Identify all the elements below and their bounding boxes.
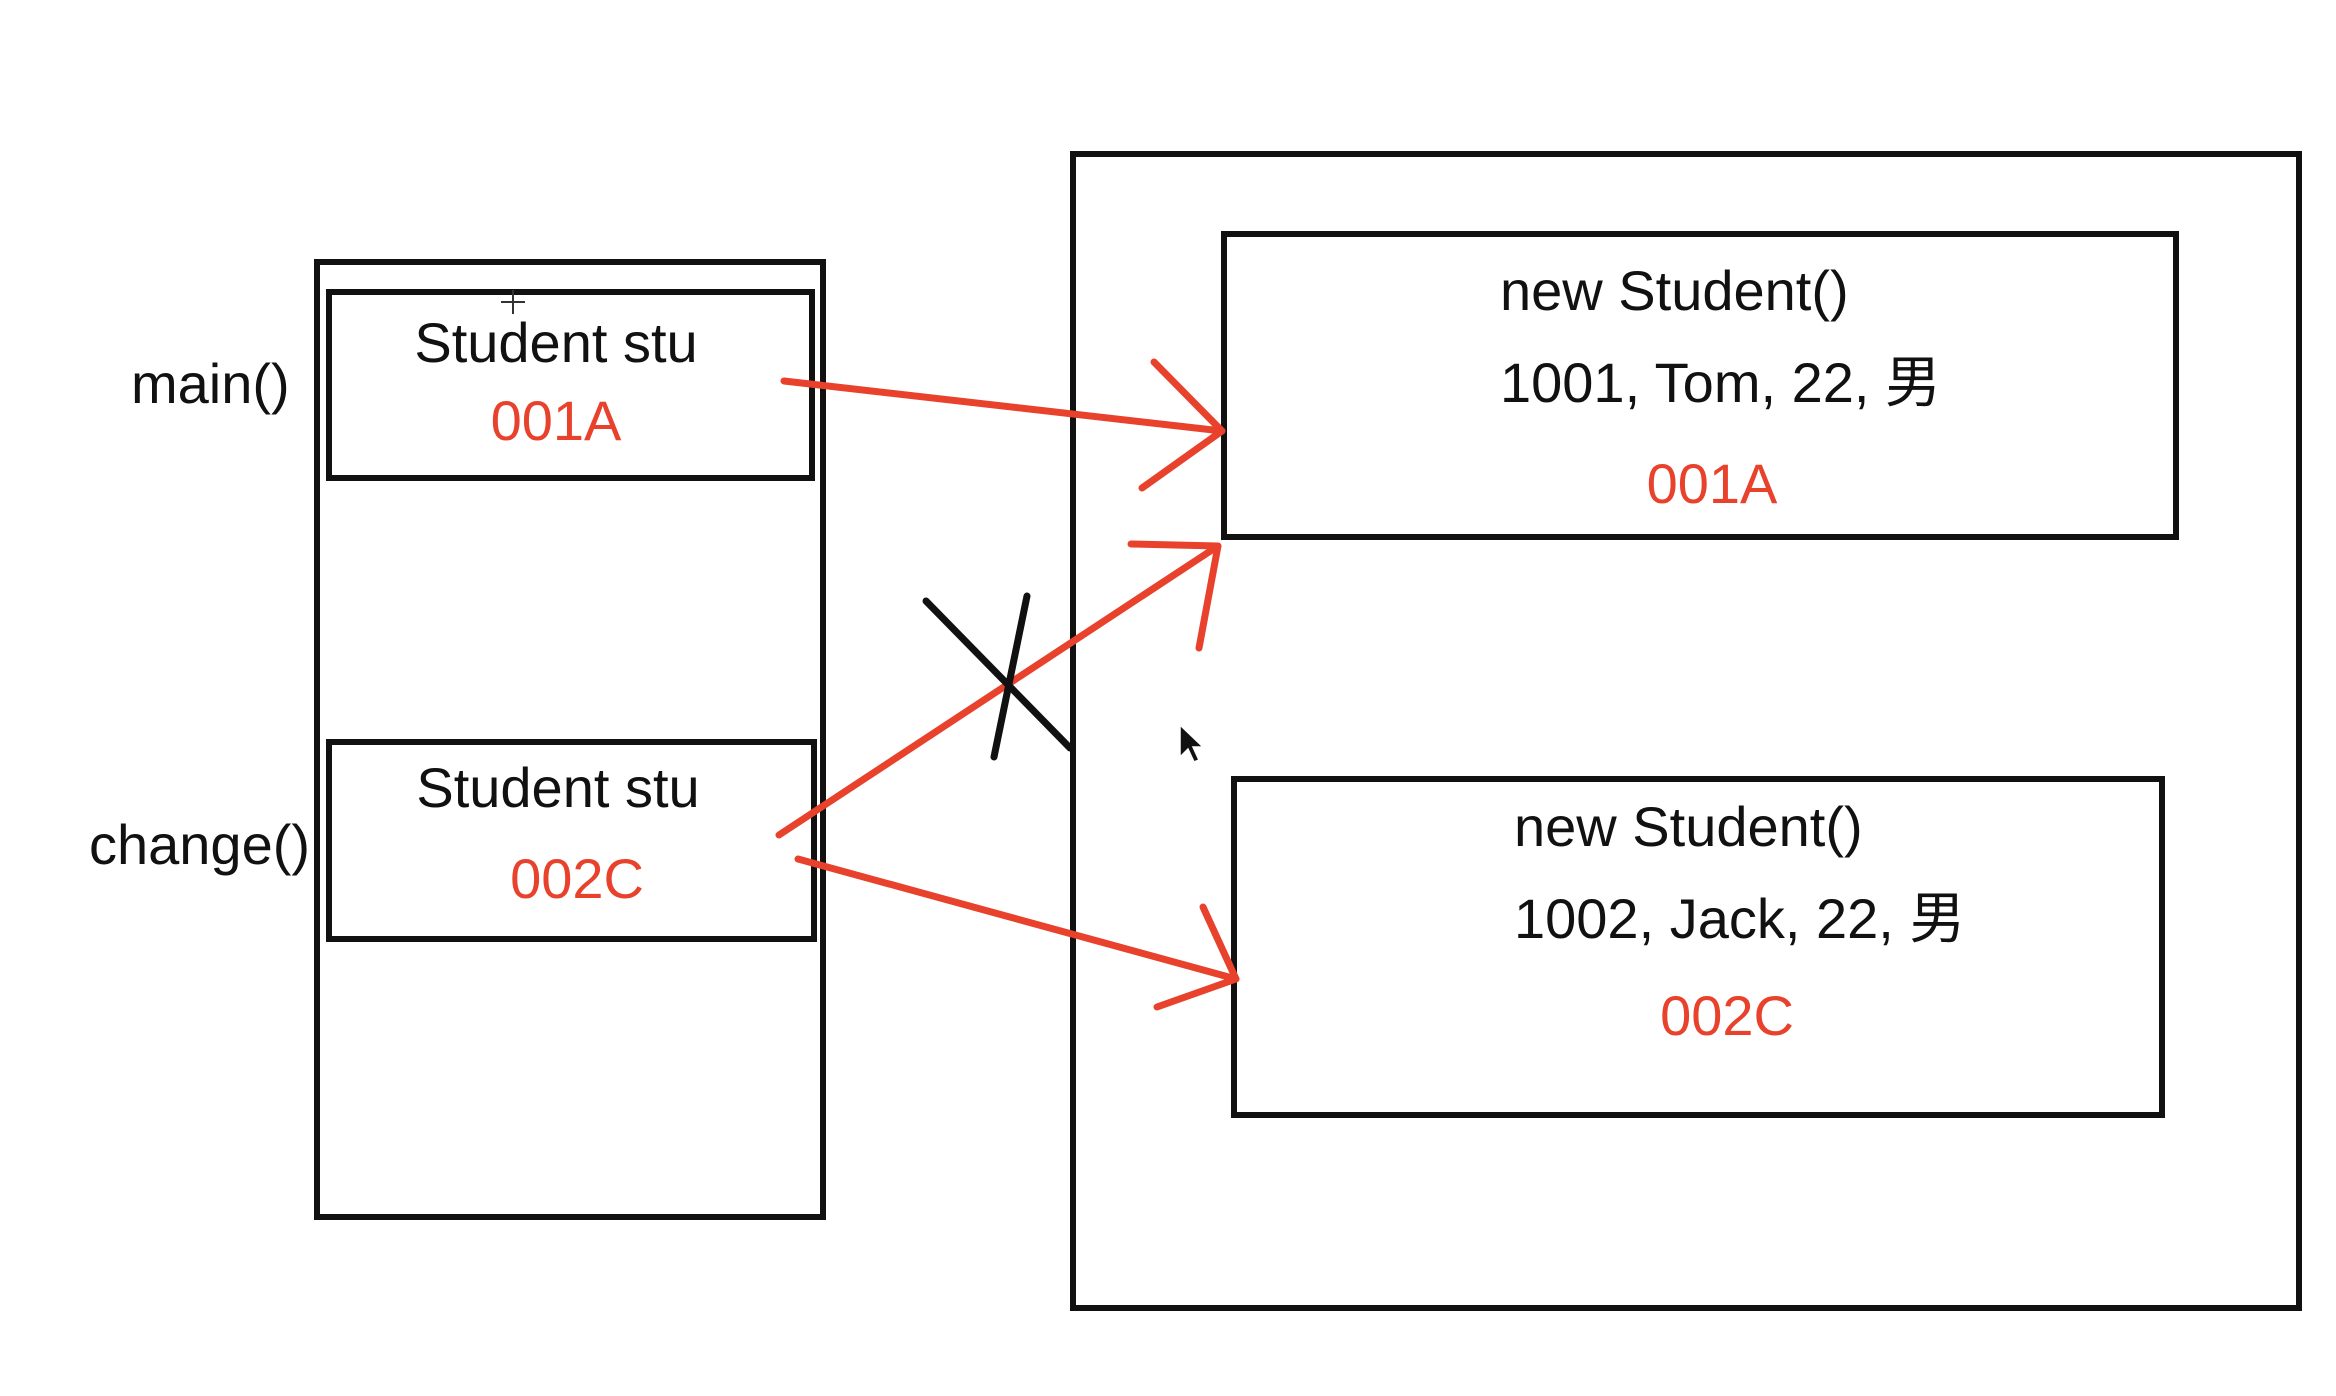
change-frame-variable: Student stu: [416, 756, 699, 819]
reference-arrow-main-to-object-1: [780, 358, 1226, 492]
heap-object-2-fields: 1002, Jack, 22, 男: [1514, 887, 1965, 950]
reference-arrow-change-to-object-2: [794, 855, 1240, 1011]
heap-object-1-box: [1221, 231, 2179, 540]
change-method-label: change(): [89, 813, 310, 876]
change-frame-address: 002C: [510, 847, 644, 910]
heap-object-2-constructor: new Student(): [1514, 795, 1863, 858]
cross-out-mark: [922, 592, 1074, 761]
heap-object-1-constructor: new Student(): [1500, 259, 1849, 322]
heap-object-1-fields: 1001, Tom, 22, 男: [1500, 351, 1941, 414]
main-frame-variable: Student stu: [414, 311, 697, 374]
reference-arrow-change-to-object-1: [775, 540, 1222, 839]
main-frame-address: 001A: [491, 389, 622, 452]
crosshair-cursor-icon: [501, 290, 525, 314]
mouse-pointer-icon: [1179, 723, 1205, 763]
change-frame-box: [326, 739, 817, 942]
main-method-label: main(): [131, 352, 290, 415]
stack-area: [314, 259, 826, 1220]
heap-object-2-address: 002C: [1660, 984, 1794, 1047]
heap-object-1-address: 001A: [1647, 452, 1778, 515]
heap-area: [1070, 151, 2302, 1311]
heap-object-2-box: [1231, 776, 2165, 1118]
